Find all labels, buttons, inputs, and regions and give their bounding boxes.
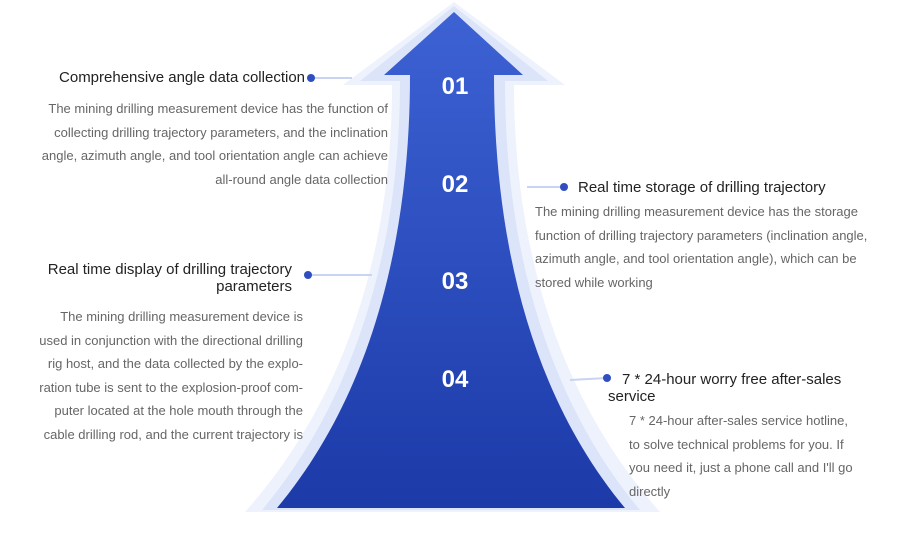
connector-02 <box>527 183 568 191</box>
desc-line: 7 * 24-hour after-sales service hotline, <box>629 413 848 428</box>
step-title-01: Comprehensive angle data collection <box>59 69 305 86</box>
step-number-01: 01 <box>441 73 469 100</box>
desc-line: The mining drilling measurement device i… <box>60 309 303 324</box>
title-line: Real time display of drilling trajectory <box>47 261 292 278</box>
desc-line: function of drilling trajectory paramete… <box>535 227 868 243</box>
step-desc-03: The mining drilling measurement device i… <box>0 305 303 446</box>
step-desc-04: 7 * 24-hour after-sales service hotline,… <box>629 409 894 503</box>
desc-line: to solve technical problems for you. If <box>629 436 844 452</box>
connector-03 <box>304 271 372 279</box>
desc-line: angle, azimuth angle, and tool orientati… <box>41 148 388 163</box>
desc-line: collecting drilling trajectory parameter… <box>54 124 388 140</box>
desc-line: cable drilling rod, and the current traj… <box>43 426 303 442</box>
step-title-02: Real time storage of drilling trajectory <box>578 179 826 196</box>
title-line: 7 * 24-hour worry free after-sales <box>622 371 842 388</box>
desc-line: puter located at the hole mouth through … <box>54 403 303 418</box>
step-title-03: Real time display of drilling trajectory… <box>0 261 292 295</box>
desc-line: ration tube is sent to the explosion-pro… <box>39 379 303 395</box>
arrow-body <box>277 12 625 508</box>
step-number-03: 03 <box>441 268 469 295</box>
desc-line: The mining drilling measurement device h… <box>535 204 859 219</box>
title-line: service <box>608 388 656 405</box>
step-desc-02: The mining drilling measurement device h… <box>535 200 895 294</box>
desc-line: stored while working <box>535 274 653 290</box>
desc-line: directly <box>629 483 671 499</box>
title-line: parameters <box>216 278 292 295</box>
desc-line: used in conjunction with the directional… <box>39 332 303 348</box>
step-desc-01: The mining drilling measurement device h… <box>0 97 388 191</box>
desc-line: you need it, just a phone call and I'll … <box>629 460 853 475</box>
step-number-02: 02 <box>441 171 469 198</box>
desc-line: The mining drilling measurement device h… <box>48 101 388 116</box>
desc-line: all-round angle data collection <box>215 171 388 187</box>
desc-line: azimuth angle, and tool orientation angl… <box>535 251 857 266</box>
desc-line: rig host, and the data collected by the … <box>47 356 303 371</box>
connector-01 <box>307 74 352 82</box>
connector-04 <box>569 374 611 382</box>
step-number-04: 04 <box>441 366 469 393</box>
step-title-04: 7 * 24-hour worry free after-sales servi… <box>608 371 892 405</box>
